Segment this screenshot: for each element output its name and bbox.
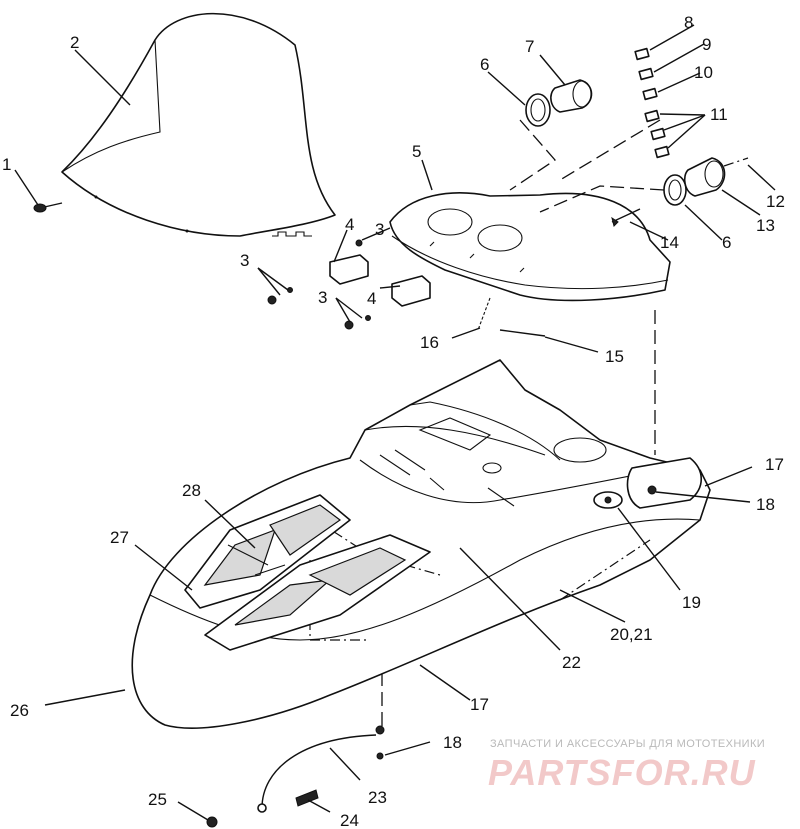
leader-lines xyxy=(14,24,776,821)
callout-27: 27 xyxy=(110,528,129,547)
callout-3: 3 xyxy=(375,220,384,239)
gauge-left xyxy=(550,79,593,113)
callout-12: 12 xyxy=(766,192,785,211)
callout-22: 22 xyxy=(562,653,581,672)
callout-10: 10 xyxy=(694,63,713,82)
callout-16: 16 xyxy=(420,333,439,352)
callout-17: 17 xyxy=(470,695,489,714)
callout-15: 15 xyxy=(605,347,624,366)
callout-6: 6 xyxy=(722,233,731,252)
callout-5: 5 xyxy=(412,142,421,161)
screw-part xyxy=(33,202,63,213)
callout-17: 17 xyxy=(765,455,784,474)
gauge-bezel-right xyxy=(663,174,687,206)
callout-6: 6 xyxy=(480,55,489,74)
indicator-lenses xyxy=(634,47,670,159)
air-intake-vents xyxy=(184,494,431,651)
callout-19: 19 xyxy=(682,593,701,612)
callout-7: 7 xyxy=(525,37,534,56)
small-hardware xyxy=(477,208,641,337)
gauge-right xyxy=(683,157,749,197)
bracket-part xyxy=(267,239,431,330)
callout-24: 24 xyxy=(340,811,359,829)
watermark: ЗАПЧАСТИ И АКСЕССУАРЫ ДЛЯ МОТОТЕХНИКИ PA… xyxy=(488,738,765,793)
callout-labels: 2 1 3 3 3 4 4 5 6 7 8 9 10 11 12 13 6 14… xyxy=(2,13,785,829)
callout-2: 2 xyxy=(70,33,79,52)
callout-1: 1 xyxy=(2,155,11,174)
watermark-logo: PARTSFOR.RU xyxy=(488,752,756,793)
callout-3: 3 xyxy=(318,288,327,307)
cable-and-fasteners xyxy=(206,725,385,828)
callout-8: 8 xyxy=(684,13,693,32)
callout-23: 23 xyxy=(368,788,387,807)
callout-11: 11 xyxy=(710,105,728,124)
dash-panel-part xyxy=(389,192,671,302)
callout-26: 26 xyxy=(10,701,29,720)
gauge-bezel-left xyxy=(525,93,551,127)
windshield-part xyxy=(61,12,336,237)
callout-4: 4 xyxy=(345,215,354,234)
callout-4: 4 xyxy=(367,289,376,308)
callout-25: 25 xyxy=(148,790,167,809)
callout-9: 9 xyxy=(702,35,711,54)
callout-3: 3 xyxy=(240,251,249,270)
callout-13: 13 xyxy=(756,216,775,235)
callout-18: 18 xyxy=(443,733,462,752)
watermark-caption: ЗАПЧАСТИ И АКСЕССУАРЫ ДЛЯ МОТОТЕХНИКИ xyxy=(490,738,765,750)
callout-20-21: 20,21 xyxy=(610,625,653,644)
callout-28: 28 xyxy=(182,481,201,500)
exploded-guide-lines xyxy=(381,119,665,730)
callout-18: 18 xyxy=(756,495,775,514)
callout-14: 14 xyxy=(660,233,679,252)
